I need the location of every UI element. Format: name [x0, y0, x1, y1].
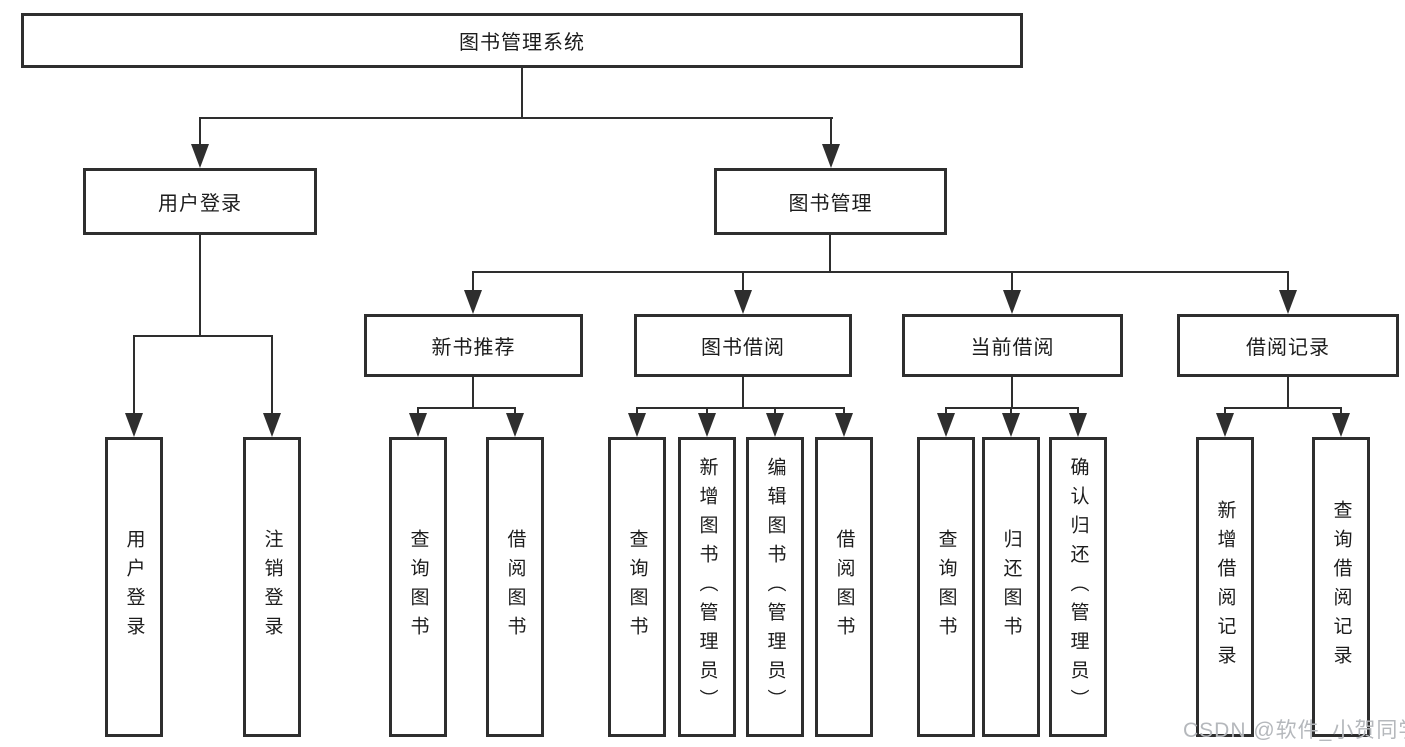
connector-line	[1224, 408, 1226, 416]
connector-line	[706, 408, 708, 416]
leaf-records-query-borrow-record: 查询借阅记录	[1312, 437, 1370, 737]
connector-line	[829, 235, 831, 272]
connector-line	[1077, 408, 1079, 416]
connector-line	[774, 408, 776, 416]
connector-line	[199, 235, 201, 336]
arrowhead-icon	[734, 290, 752, 314]
arrowhead-icon	[937, 413, 955, 437]
csdn-watermark: CSDN @软件_小贺同学	[1183, 719, 1405, 742]
leaf-borrow-edit-books-admin: 编辑图书（管理员）	[746, 437, 804, 737]
connector-line	[1340, 408, 1342, 416]
connector-line	[133, 335, 273, 337]
arrowhead-icon	[1069, 413, 1087, 437]
leaf-current-confirm-return-admin: 确认归还（管理员）	[1049, 437, 1107, 737]
connector-line	[514, 408, 516, 416]
connector-line	[843, 408, 845, 416]
leaf-user-login: 用户登录	[105, 437, 163, 737]
connector-line	[742, 272, 744, 292]
arrowhead-icon	[628, 413, 646, 437]
connector-line	[1287, 272, 1289, 292]
arrowhead-icon	[464, 290, 482, 314]
connector-line	[271, 336, 273, 415]
node-new-book-recommendation: 新书推荐	[364, 314, 583, 377]
arrowhead-icon	[1216, 413, 1234, 437]
connector-line	[417, 407, 516, 409]
connector-line	[636, 408, 638, 416]
leaf-borrow-add-books-admin: 新增图书（管理员）	[678, 437, 736, 737]
connector-line	[1010, 408, 1012, 416]
arrowhead-icon	[1002, 413, 1020, 437]
arrowhead-icon	[125, 413, 143, 437]
leaf-current-return-books: 归还图书	[982, 437, 1040, 737]
connector-line	[472, 272, 474, 292]
arrowhead-icon	[409, 413, 427, 437]
connector-line	[1224, 407, 1342, 409]
connector-line	[472, 271, 1289, 273]
connector-line	[1287, 377, 1289, 408]
arrowhead-icon	[822, 144, 840, 168]
arrowhead-icon	[1332, 413, 1350, 437]
connector-line	[472, 377, 474, 408]
leaf-current-query-books: 查询图书	[917, 437, 975, 737]
connector-line	[199, 117, 833, 119]
arrowhead-icon	[1279, 290, 1297, 314]
connector-line	[830, 118, 832, 146]
arrowhead-icon	[263, 413, 281, 437]
connector-line	[945, 408, 947, 416]
arrowhead-icon	[191, 144, 209, 168]
leaf-logout: 注销登录	[243, 437, 301, 737]
node-current-borrowing: 当前借阅	[902, 314, 1123, 377]
connector-line	[199, 118, 201, 146]
connector-line	[1011, 377, 1013, 408]
node-book-borrowing: 图书借阅	[634, 314, 852, 377]
connector-line	[133, 336, 135, 415]
connector-line	[521, 68, 523, 118]
node-book-management: 图书管理	[714, 168, 947, 235]
node-borrowing-records: 借阅记录	[1177, 314, 1399, 377]
connector-line	[417, 408, 419, 416]
connector-line	[945, 407, 1079, 409]
arrowhead-icon	[835, 413, 853, 437]
leaf-borrow-borrow-books: 借阅图书	[815, 437, 873, 737]
arrowhead-icon	[506, 413, 524, 437]
connector-line	[742, 377, 744, 408]
connector-line	[1011, 272, 1013, 292]
node-user-login: 用户登录	[83, 168, 317, 235]
arrowhead-icon	[1003, 290, 1021, 314]
arrowhead-icon	[766, 413, 784, 437]
connector-line	[636, 407, 845, 409]
leaf-borrow-query-books: 查询图书	[608, 437, 666, 737]
leaf-recommend-query-books: 查询图书	[389, 437, 447, 737]
node-library-management-system: 图书管理系统	[21, 13, 1023, 68]
leaf-recommend-borrow-books: 借阅图书	[486, 437, 544, 737]
leaf-records-add-borrow-record: 新增借阅记录	[1196, 437, 1254, 737]
arrowhead-icon	[698, 413, 716, 437]
